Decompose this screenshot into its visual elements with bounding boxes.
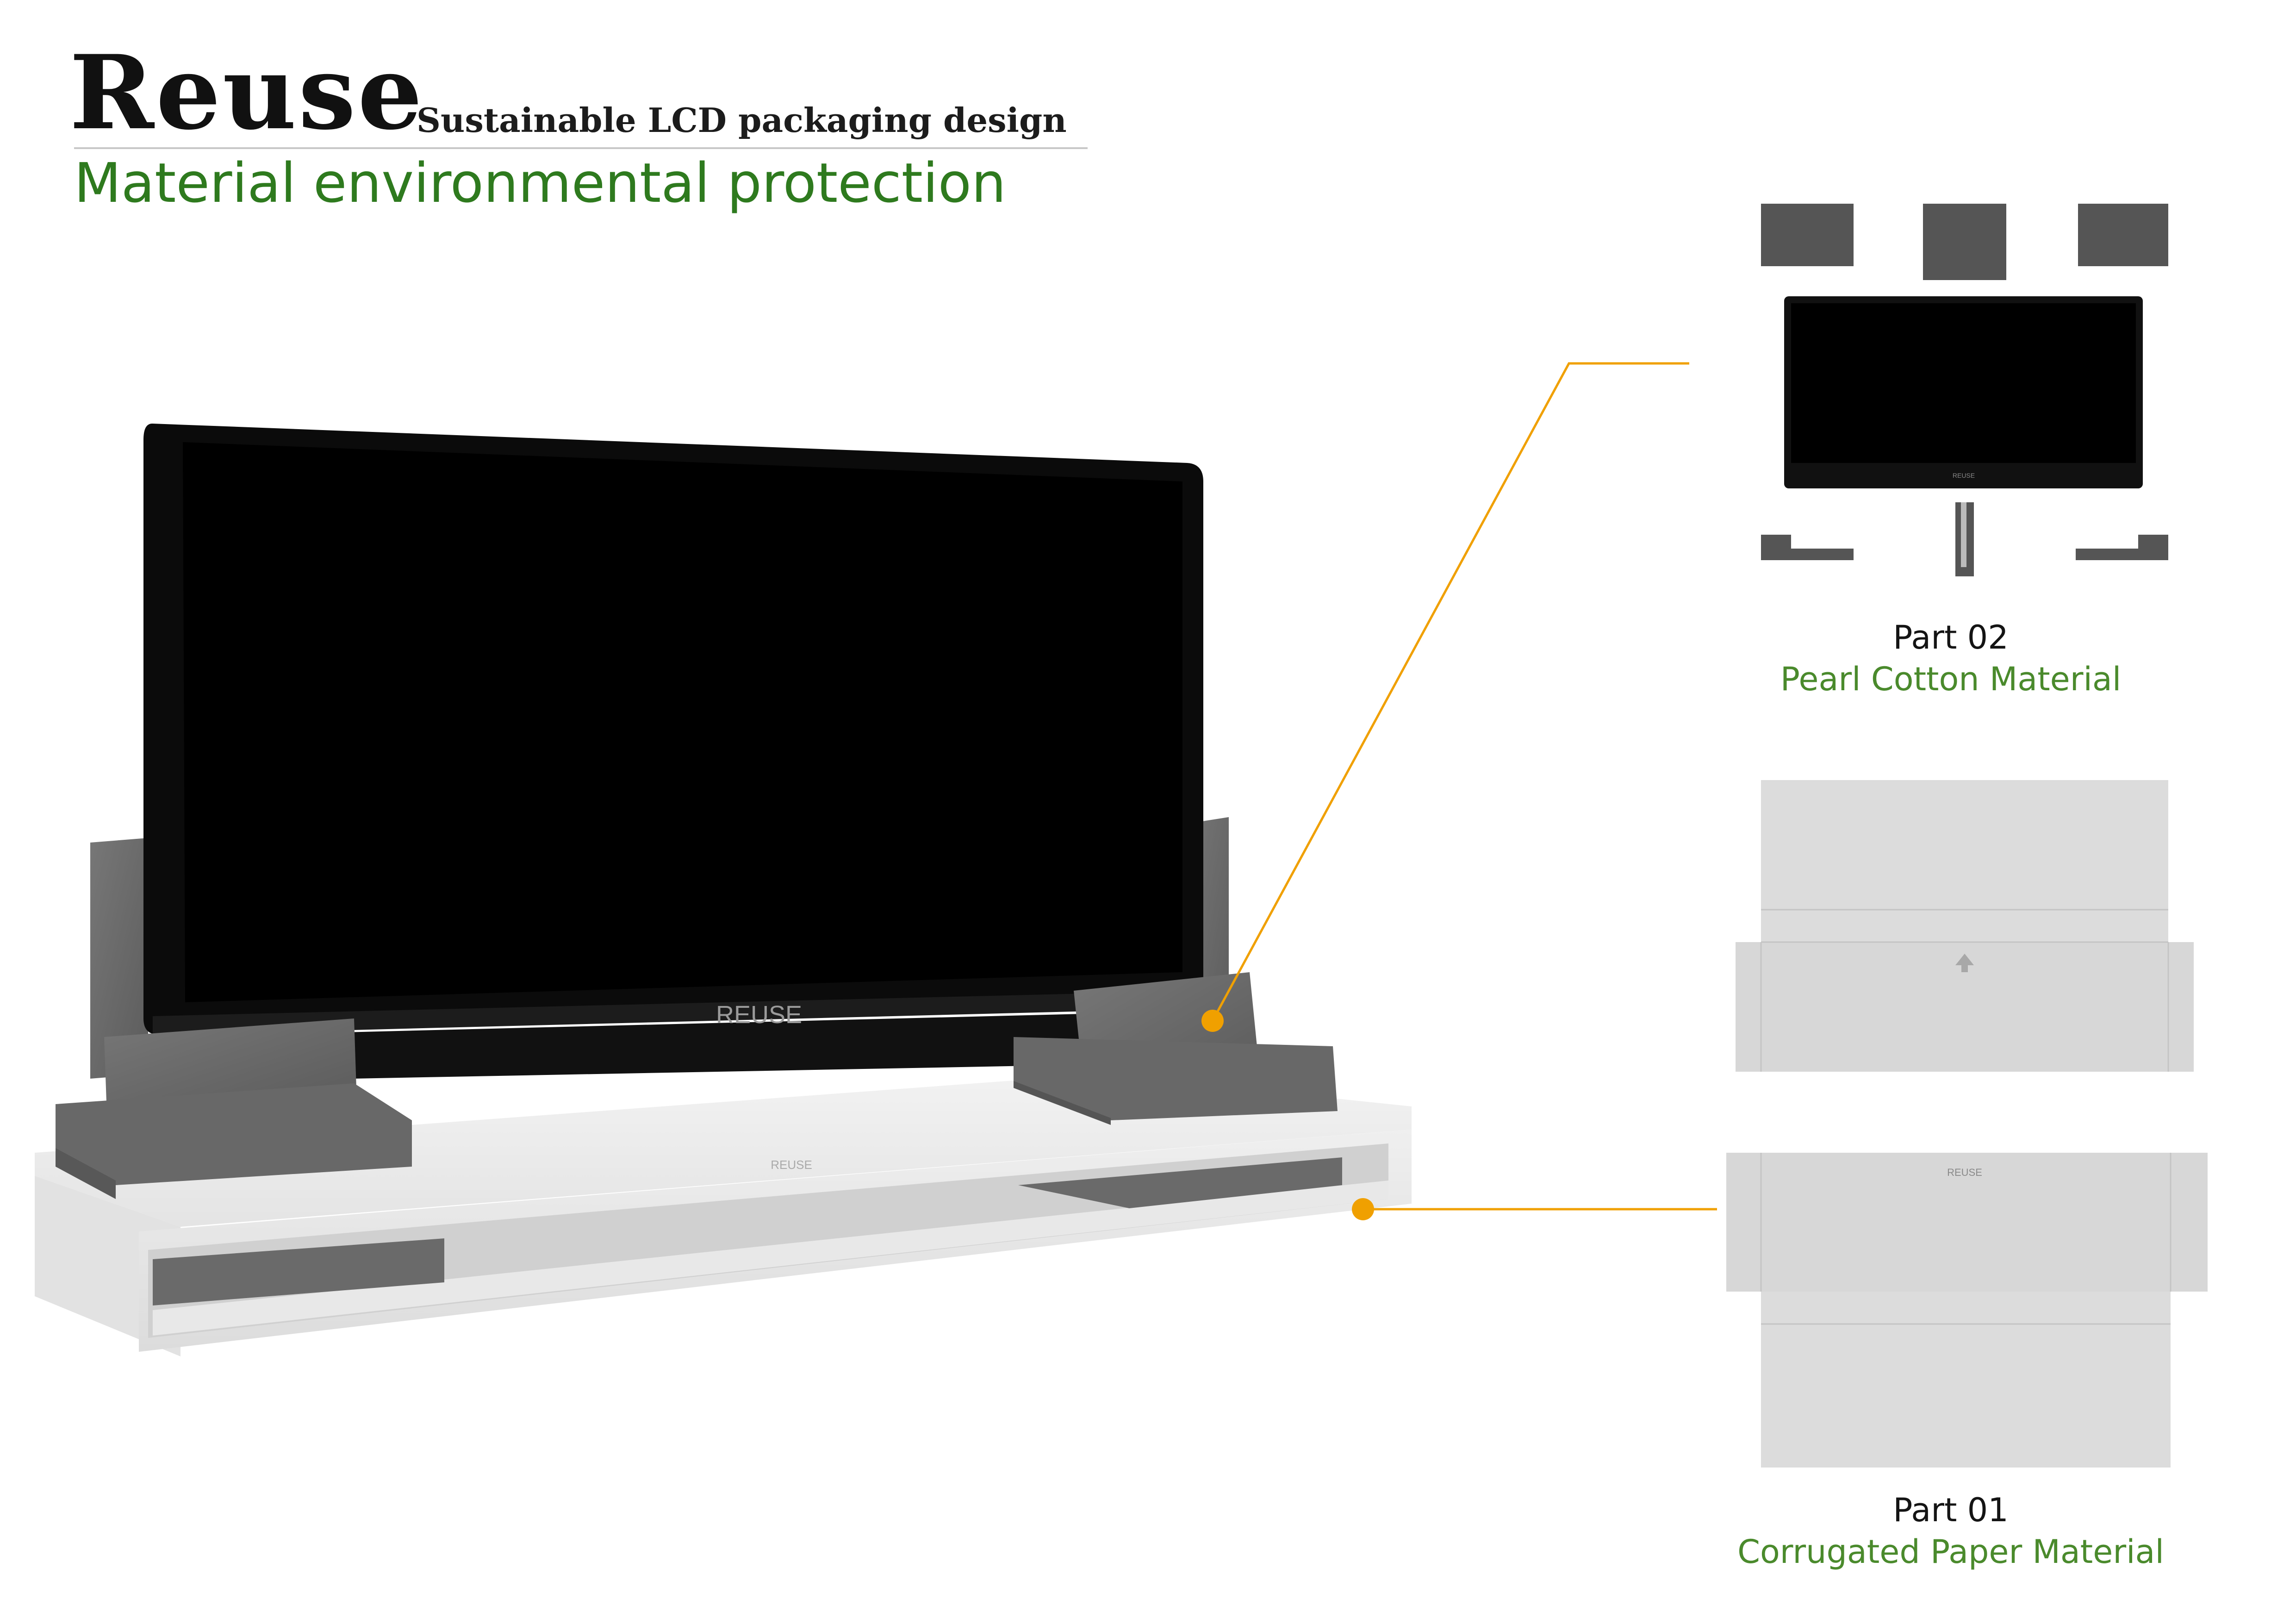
subtitle: Sustainable LCD packaging design: [417, 100, 1067, 140]
tray-logo: REUSE: [771, 1158, 812, 1172]
monitor-lower-body: [342, 1014, 1083, 1079]
callouts: [1201, 362, 1717, 1220]
callout-line-part02: [1211, 362, 1689, 1022]
tray-inner-foam-left: [153, 1238, 444, 1305]
sheet-logo: REUSE: [1947, 1167, 1982, 1178]
foam-block-3: [2078, 204, 2168, 266]
monitor-logo: REUSE: [716, 1001, 802, 1029]
part02-exploded-view: REUSE: [1761, 204, 2168, 576]
arrow-up-icon: [1955, 954, 1974, 972]
assembled-package: REUSE REUSE: [35, 423, 1412, 1356]
foam-block-2: [1923, 204, 2006, 280]
part02-material: Pearl Cotton Material: [1780, 660, 2122, 698]
foam-corner-right: [1014, 972, 1338, 1125]
foam-base-pieces: [1761, 502, 2168, 576]
callout-dot-part01: [1352, 1198, 1374, 1220]
part01-flat-sheets: REUSE: [1726, 780, 2208, 1468]
part02-number: Part 02: [1893, 618, 2009, 656]
mini-monitor: REUSE: [1784, 296, 2143, 488]
sheet-upper: [1736, 780, 2194, 1072]
monitor-screen: [183, 442, 1182, 1002]
foam-corner-left: [56, 1018, 412, 1199]
part01-material: Corrugated Paper Material: [1737, 1533, 2164, 1571]
title-divider: [74, 147, 1088, 149]
callout-dot-part02: [1201, 1010, 1224, 1032]
tray-top: [35, 1074, 1412, 1227]
monitor: REUSE: [143, 423, 1203, 1079]
mini-monitor-logo: REUSE: [1953, 472, 1975, 479]
tray-inner-foam-right: [1018, 1157, 1342, 1208]
brand-title: Reuse: [69, 32, 424, 152]
monitor-chin: [153, 991, 1201, 1035]
foam-block-1: [1761, 204, 1854, 266]
foam-post-back-left: [90, 838, 148, 1079]
sheet-lower: REUSE: [1726, 1153, 2208, 1468]
tray-inner-floor: [153, 1181, 1388, 1336]
part01-number: Part 01: [1893, 1491, 2009, 1529]
paper-tray: REUSE: [35, 1074, 1412, 1356]
section-title: Material environmental protection: [74, 151, 1006, 215]
